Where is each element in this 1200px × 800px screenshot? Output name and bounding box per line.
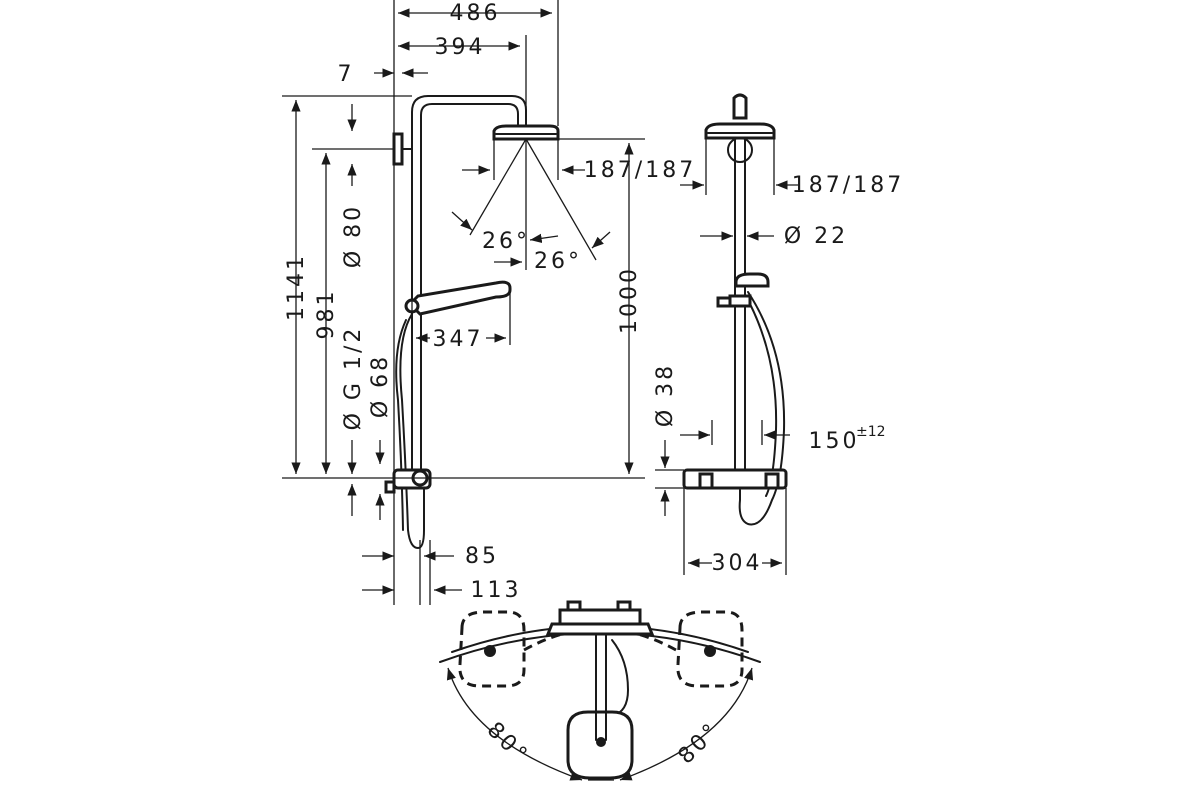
dim-dia-38: Ø 38: [653, 363, 678, 427]
dim-head-187-side: 187/187: [792, 173, 904, 198]
dim-offset-7: 7: [338, 62, 355, 87]
dim-angle-26-left: 26°: [482, 229, 530, 254]
front-view: 486 394 7 1141 981 Ø 80 Ø G 1/2 Ø 68 187…: [282, 0, 696, 605]
dim-rotation-80-left: 80°: [482, 718, 534, 770]
dim-height-1000: 1000: [617, 266, 642, 334]
dim-depth-85: 85: [465, 544, 499, 569]
dim-dia-68: Ø 68: [368, 354, 393, 418]
shower-rail-inner: [420, 103, 519, 479]
dim-width-394: 394: [435, 35, 486, 60]
shower-rail: [411, 95, 527, 479]
side-slider: [728, 294, 752, 308]
side-hose: [738, 291, 786, 526]
dim-height-1141: 1141: [284, 253, 309, 321]
dim-depth-113: 113: [471, 578, 522, 603]
top-thermostat: [558, 608, 642, 626]
dim-head-187-front: 187/187: [584, 158, 696, 183]
dim-rotation-80-right: 80°: [674, 718, 726, 770]
top-wall-bracket: [392, 132, 404, 166]
wall-connector: [384, 480, 396, 494]
top-view: 80° 80°: [439, 600, 761, 781]
dim-dia-g12: Ø G 1/2: [341, 326, 366, 431]
dim-reach-347: 347: [433, 327, 484, 352]
overhead-shower-head: [492, 124, 560, 141]
shower-hose: [399, 313, 425, 549]
dim-spacing-150-tolerance: ±12: [856, 424, 886, 440]
dim-width-486: 486: [450, 1, 501, 26]
dim-height-981: 981: [314, 289, 339, 340]
side-overhead-head: [704, 122, 776, 140]
dim-spacing-150: 150: [809, 429, 860, 454]
dim-width-304: 304: [712, 551, 763, 576]
side-hand-shower: [734, 272, 770, 288]
side-view: 187/187 Ø 22 Ø 38 150 ±12 304: [653, 93, 904, 576]
side-head-joint: [732, 93, 748, 120]
dim-dia-80: Ø 80: [341, 204, 366, 268]
hand-shower: [407, 280, 512, 316]
dim-dia-22: Ø 22: [784, 224, 848, 249]
dim-angle-26-right: 26°: [534, 249, 582, 274]
